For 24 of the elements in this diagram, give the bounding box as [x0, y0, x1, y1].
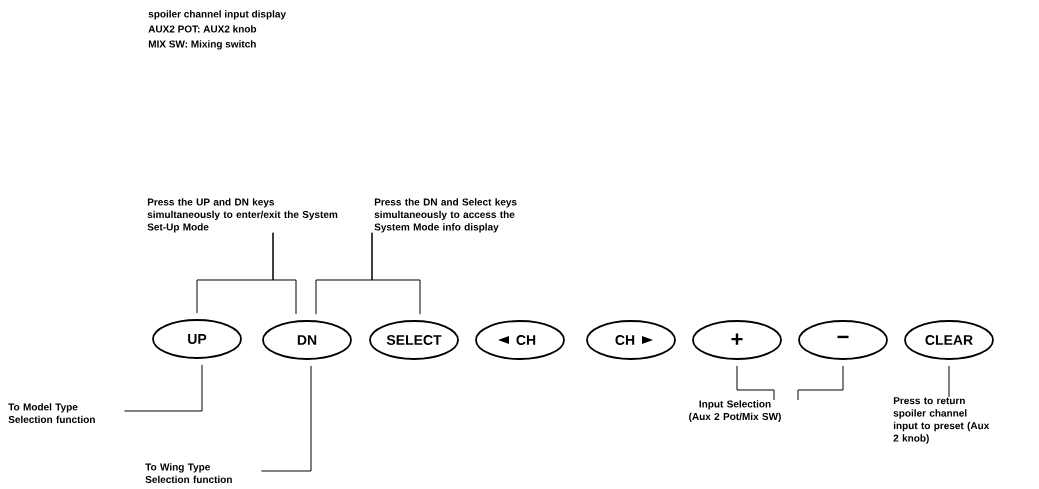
leader-line [736, 365, 775, 401]
callout-text: Press the DN and Select keys simultaneously to access the System Mode info display [374, 198, 517, 233]
callout-text: Press to return spoiler channel input to preset (Aux 2 knob) [893, 397, 990, 444]
callout-text: Press the UP and DN keys simultaneously to enter/exit the System Set-Up Mode [147, 198, 338, 233]
note-text: MIX SW: Mixing switch [148, 40, 256, 50]
leader-line [260, 365, 312, 472]
key-button: CH [475, 320, 565, 360]
leader-line [371, 232, 421, 315]
key-button: − [798, 320, 888, 360]
callout-text: Input Selection (Aux 2 Pot/Mix SW) [689, 400, 781, 422]
key-button: CLEAR [904, 320, 994, 360]
key-button: UP [152, 319, 242, 359]
callout-text: To Wing Type Selection function [145, 463, 232, 484]
leader-line [797, 365, 844, 401]
key-button: CH [586, 320, 676, 360]
callout-text: To Model Type Selection function [8, 403, 95, 424]
leader-line [272, 232, 297, 315]
note-text: spoiler channel input display [148, 10, 286, 20]
key-button: + [692, 320, 782, 360]
key-button: DN [262, 320, 352, 360]
leader-line [123, 364, 203, 412]
key-button: SELECT [369, 320, 459, 360]
leader-line [948, 365, 950, 398]
note-text: AUX2 POT: AUX2 knob [148, 25, 257, 33]
